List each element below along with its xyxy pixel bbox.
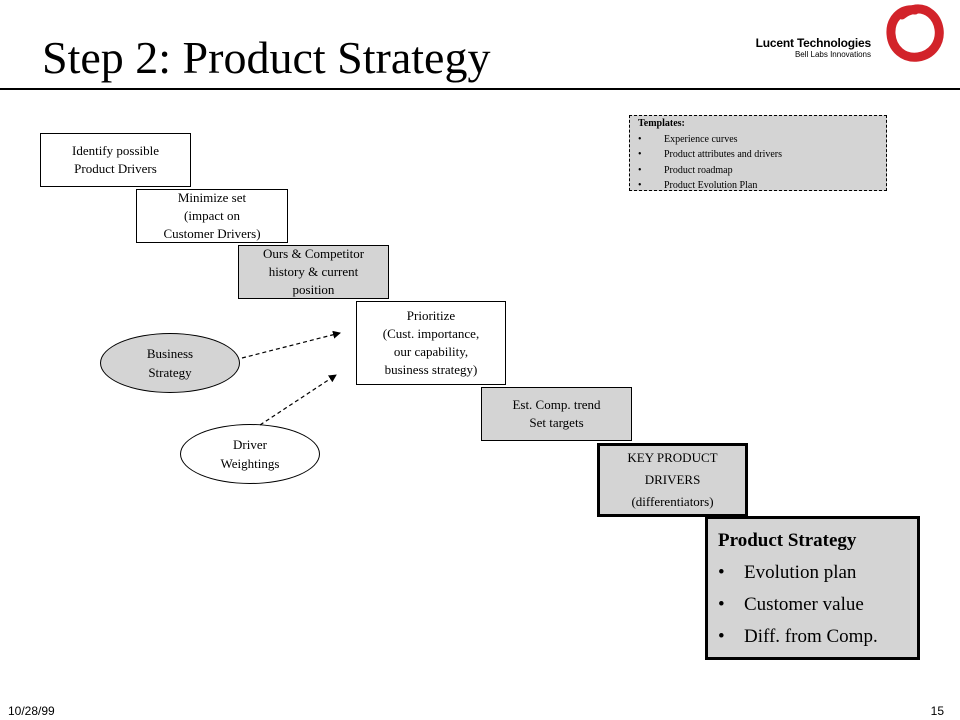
key-drivers-line: (differentiators)	[631, 494, 714, 509]
step-identify-drivers: Identify possible Product Drivers	[40, 133, 191, 187]
step-set-targets: Est. Comp. trend Set targets	[481, 387, 632, 441]
step-label: Identify possible Product Drivers	[71, 143, 159, 176]
driver-weightings-input: Driver Weightings	[180, 424, 320, 484]
strategy-item: • Diff. from Comp.	[718, 621, 917, 653]
business-strategy-input: Business Strategy	[100, 333, 240, 393]
slide-title: Step 2: Product Strategy	[42, 32, 491, 83]
bullet-dot: •	[638, 180, 642, 191]
product-strategy-heading: Product Strategy	[718, 530, 857, 551]
template-item: • Product attributes and drivers	[638, 147, 882, 163]
strategy-item: • Evolution plan	[718, 557, 917, 589]
bullet-dot: •	[718, 594, 725, 615]
lucent-ring-icon	[886, 4, 944, 62]
templates-heading: Templates:	[638, 118, 685, 129]
business-strategy-arrow	[241, 330, 341, 359]
strategy-item-label: Diff. from Comp.	[744, 626, 878, 647]
templates-list: Templates: • Experience curves • Product a…	[629, 115, 887, 191]
strategy-item: • Customer value	[718, 589, 917, 621]
step-label: Minimize set (impact on Customer Drivers…	[163, 190, 261, 241]
step-prioritize: Prioritize (Cust. importance, our capabi…	[356, 301, 506, 385]
template-item-label: Product roadmap	[664, 164, 733, 176]
bullet-dot: •	[638, 149, 642, 160]
logo-tagline: Bell Labs Innovations	[794, 50, 871, 59]
template-item-label: Product attributes and drivers	[664, 149, 783, 160]
bullet-dot: •	[718, 562, 725, 583]
strategy-item-label: Customer value	[744, 594, 864, 615]
template-item: • Product roadmap	[638, 163, 882, 179]
driver-weightings-arrow	[259, 374, 337, 426]
strategy-item-label: Evolution plan	[744, 562, 857, 583]
template-item: • Product Evolution Plan	[638, 178, 882, 191]
step-label: Prioritize (Cust. importance, our capabi…	[382, 308, 480, 377]
logo-company-name: Lucent Technologies	[755, 36, 872, 50]
bullet-dot: •	[718, 626, 725, 647]
key-product-drivers: KEY PRODUCT DRIVERS (differentiators)	[597, 443, 748, 517]
company-logo: Lucent Technologies Bell Labs Innovation…	[745, 36, 872, 60]
template-item: • Experience curves	[638, 132, 882, 148]
title-underline	[0, 88, 960, 90]
step-label: Est. Comp. trend Set targets	[512, 397, 601, 430]
key-drivers-line: KEY PRODUCT	[627, 450, 718, 465]
step-minimize-set: Minimize set (impact on Customer Drivers…	[136, 189, 288, 243]
bullet-dot: •	[638, 133, 642, 145]
page-number: 15	[930, 704, 944, 718]
bullet-dot: •	[638, 164, 642, 176]
template-item-label: Product Evolution Plan	[664, 180, 758, 191]
step-label: Ours & Competitor history & current posi…	[262, 246, 365, 297]
key-drivers-line: DRIVERS	[644, 472, 701, 487]
template-item-label: Experience curves	[664, 133, 738, 145]
step-competitor-position: Ours & Competitor history & current posi…	[238, 245, 389, 299]
product-strategy-box: Product Strategy • Evolution plan • Custom…	[705, 516, 920, 660]
footer-date: 10/28/99	[8, 704, 55, 718]
